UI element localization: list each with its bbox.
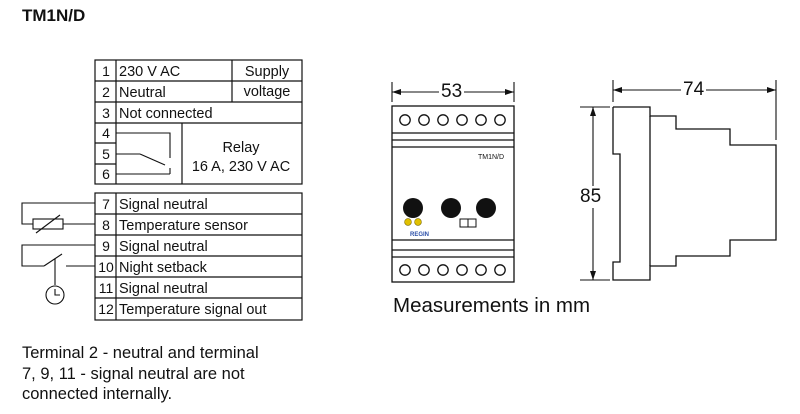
supply-voltage-label: Supply [245, 64, 290, 80]
height-value: 85 [578, 186, 604, 208]
device-model-label: TM1N/D [478, 154, 504, 161]
terminal-number: 7 [102, 196, 110, 212]
device-side-view [612, 106, 777, 281]
supply-voltage-label: voltage [244, 84, 291, 100]
terminal-label: Signal neutral [119, 281, 208, 297]
terminal-table [94, 59, 303, 321]
note-line: 7, 9, 11 - signal neutral are not [22, 364, 245, 383]
brand-logo: REGIN [410, 232, 429, 238]
terminal-label: Signal neutral [119, 239, 208, 255]
terminal-number: 2 [102, 84, 110, 100]
terminal-label: 230 V AC [119, 64, 180, 80]
terminal-label: Not connected [119, 106, 213, 122]
terminal-number: 10 [98, 259, 114, 275]
measurement-caption: Measurements in mm [393, 294, 591, 317]
temperature-sensor-symbol [21, 202, 95, 234]
terminal-number: 9 [102, 238, 110, 254]
note-line: connected internally. [22, 385, 173, 403]
terminal-number: 12 [98, 301, 114, 317]
terminal-number: 11 [99, 280, 114, 296]
terminal-label: Signal neutral [119, 197, 208, 213]
night-setback-switch-symbol [21, 244, 95, 305]
depth-value: 74 [681, 79, 707, 101]
terminal-number: 5 [102, 146, 110, 162]
terminal-label: Temperature signal out [119, 302, 267, 318]
note-line: Terminal 2 - neutral and terminal [22, 344, 259, 362]
terminal-number: 3 [102, 105, 110, 121]
relay-rating-label: 16 A, 230 V AC [192, 159, 290, 175]
device-knobs [403, 198, 496, 218]
wiring-note: Terminal 2 - neutral and terminal 7, 9, … [22, 343, 259, 405]
device-leds [404, 218, 422, 226]
terminal-label: Night setback [119, 260, 208, 276]
relay-contact-symbol [116, 132, 171, 175]
width-value: 53 [439, 81, 465, 103]
terminal-label: Neutral [119, 85, 166, 101]
relay-label: Relay [222, 140, 260, 156]
terminal-number: 8 [102, 217, 110, 233]
terminal-number: 4 [102, 125, 110, 141]
terminal-number: 6 [102, 166, 110, 182]
terminal-label: Temperature sensor [119, 218, 248, 234]
product-title: TM1N/D [22, 6, 86, 25]
device-front-view [391, 105, 515, 283]
terminal-number: 1 [102, 63, 110, 79]
